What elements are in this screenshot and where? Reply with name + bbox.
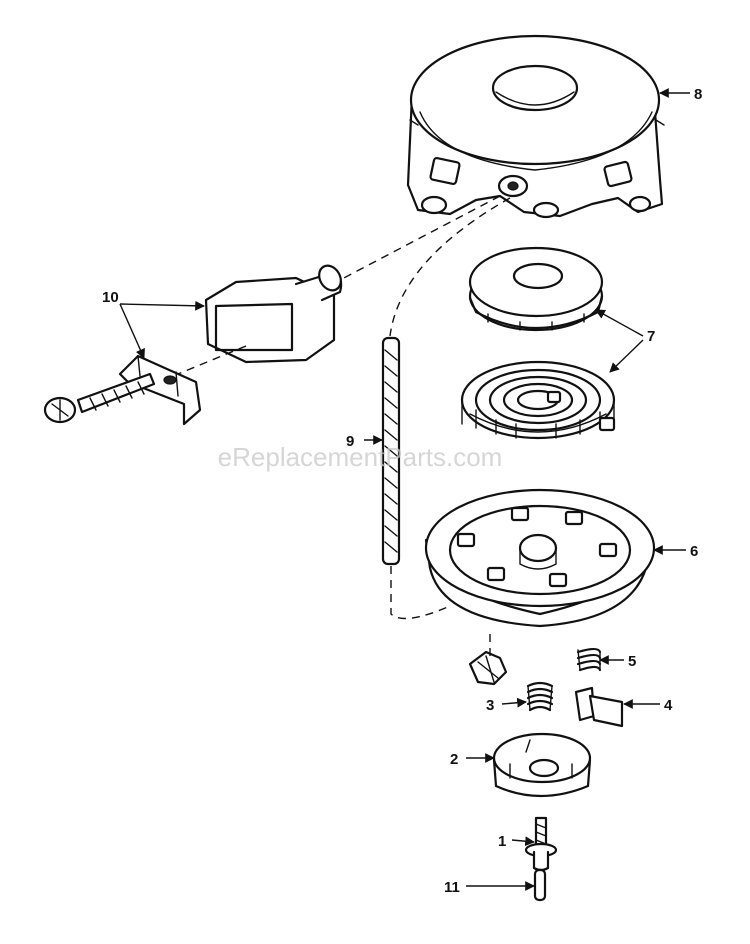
- recoil-spring-part: [460, 360, 616, 440]
- callout-4: 4: [623, 697, 673, 714]
- callout-2: 2: [450, 751, 495, 768]
- callout-9-label: 9: [346, 433, 354, 450]
- rope-pulley-part: [424, 488, 656, 628]
- callout-2-label: 2: [450, 751, 458, 768]
- callout-6-label: 6: [690, 543, 698, 560]
- starter-dog-part: [574, 686, 624, 728]
- watermark-text: eReplacementParts.com: [218, 442, 503, 472]
- callout-1: 1: [498, 833, 535, 850]
- starter-rope-part: [381, 336, 401, 566]
- callout-3: 3: [486, 697, 527, 714]
- callout-11-label: 11: [444, 879, 460, 896]
- callout-11: 11: [444, 879, 535, 896]
- retainer-cup-part: [492, 732, 592, 798]
- callout-9: 9: [346, 433, 383, 450]
- callout-10-label: 10: [102, 289, 119, 306]
- callout-10: 10: [102, 289, 205, 359]
- assembly-lines: [177, 195, 511, 660]
- roll-pin-part: [533, 868, 547, 902]
- callout-8-label: 8: [694, 86, 702, 103]
- callout-5-label: 5: [628, 653, 636, 670]
- callout-4-label: 4: [664, 697, 673, 714]
- starter-handle-part: [204, 264, 343, 364]
- callout-8: 8: [659, 86, 702, 103]
- starter-housing-part: [406, 34, 665, 219]
- callout-7: 7: [595, 309, 655, 373]
- center-screw-part: [524, 816, 558, 872]
- callout-1-label: 1: [498, 833, 506, 850]
- callout-6: 6: [653, 543, 698, 560]
- brake-spring-part: [576, 647, 602, 672]
- callout-3-label: 3: [486, 697, 494, 714]
- dog-spring-part: [526, 681, 554, 712]
- handle-screw-part: [43, 372, 156, 424]
- callout-5: 5: [599, 653, 636, 670]
- callout-7-label: 7: [647, 328, 655, 345]
- ratchet-screw-part: [468, 650, 508, 686]
- recoil-cover-part: [468, 246, 604, 332]
